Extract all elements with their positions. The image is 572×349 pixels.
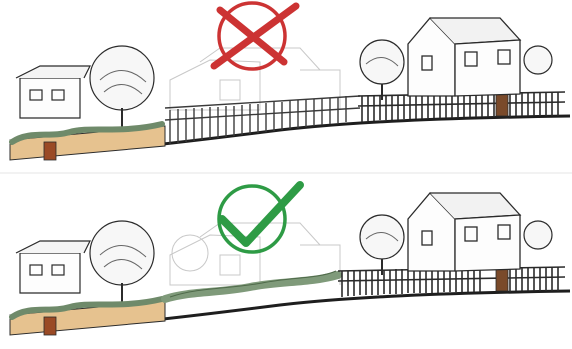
panel-bad-example bbox=[0, 0, 572, 174]
panel-good-example bbox=[0, 175, 572, 349]
right-house bbox=[408, 18, 520, 96]
brick-planter bbox=[10, 124, 165, 160]
far-right-bush bbox=[524, 46, 552, 74]
panel-divider bbox=[0, 172, 572, 174]
bad-example-sketch bbox=[0, 0, 572, 174]
left-house bbox=[16, 241, 90, 293]
far-right-bush bbox=[524, 221, 552, 249]
cross-icon bbox=[214, 3, 296, 69]
left-house bbox=[16, 66, 90, 118]
right-tree bbox=[360, 40, 404, 100]
brick-planter bbox=[10, 299, 165, 335]
right-tree bbox=[360, 215, 404, 275]
good-example-sketch bbox=[0, 175, 572, 349]
right-house bbox=[408, 193, 520, 271]
tall-fence bbox=[165, 96, 360, 144]
